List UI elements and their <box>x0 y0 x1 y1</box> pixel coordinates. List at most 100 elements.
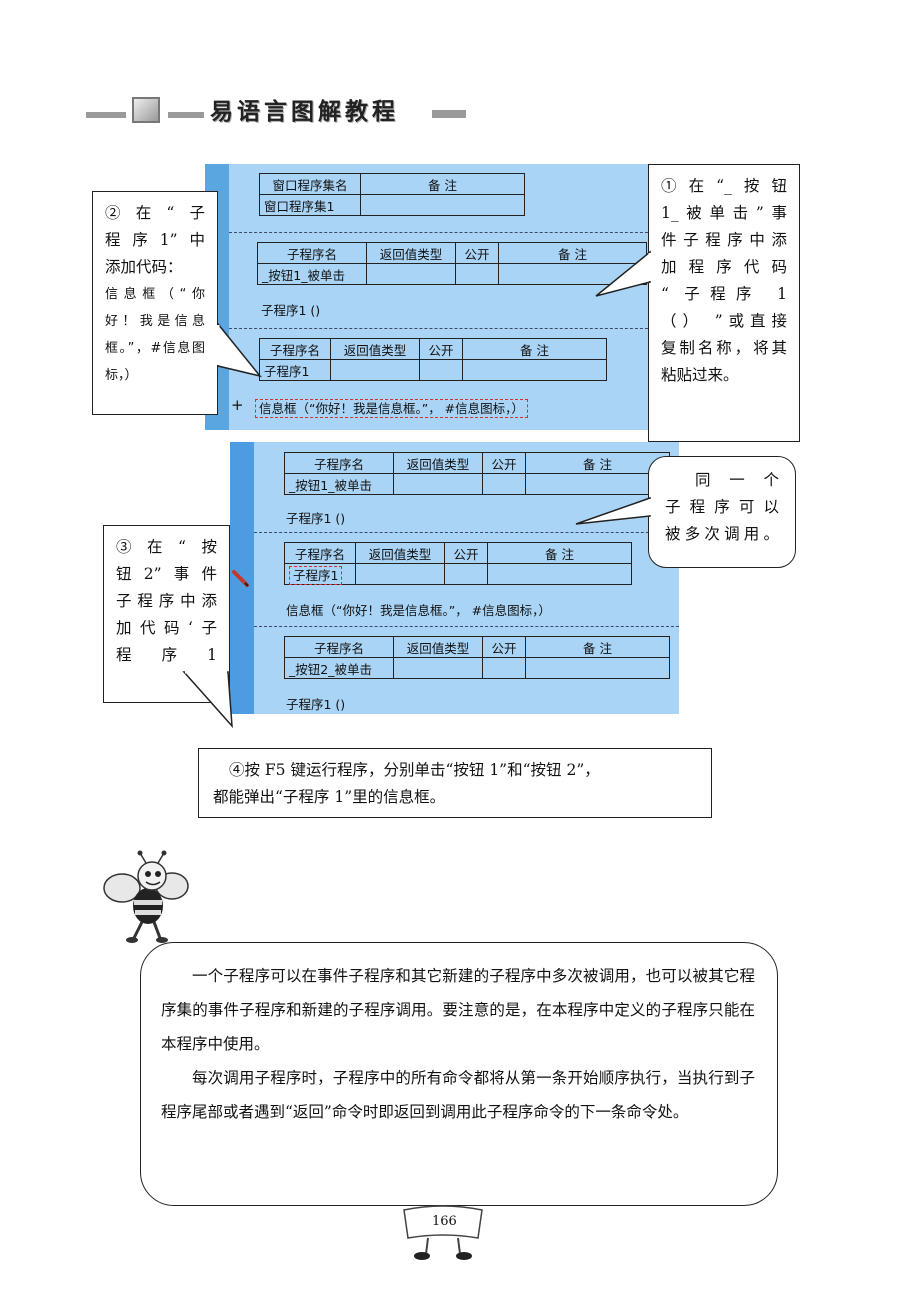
table-header-cell: 子程序名 <box>284 452 394 474</box>
callout-line: 钮2”事件 <box>116 565 217 583</box>
table-header-row: 窗口程序集名 备 注 <box>259 173 525 195</box>
call-statement[interactable]: 子程序1 () <box>261 303 321 318</box>
table-header-cell: 公开 <box>444 542 488 564</box>
callout-line: 程序1”中 <box>105 231 205 249</box>
table-cell[interactable]: _按钮2_被单击 <box>284 657 394 679</box>
table-header-cell: 公开 <box>419 338 463 360</box>
callout-pointer <box>575 496 652 525</box>
sub-table-button2: 子程序名 返回值类型 公开 备 注 _按钮2_被单击 <box>284 636 670 679</box>
callout-line: 添加代码： <box>105 258 183 276</box>
step4-line: 都能弹出“子程序 1”里的信息框。 <box>213 788 446 806</box>
callout-pointer <box>595 250 652 297</box>
header-bar-mid <box>168 112 204 118</box>
code-panel-2: 子程序名 返回值类型 公开 备 注 _按钮1_被单击 子程序1 () 子程序名 … <box>230 442 679 714</box>
table-header-row: 子程序名 返回值类型 公开 备 注 <box>257 242 647 264</box>
table-cell[interactable] <box>482 657 526 679</box>
table-header-cell: 子程序名 <box>259 338 331 360</box>
sub-table-sub1: 子程序名 返回值类型 公开 备 注 子程序1 <box>259 338 607 381</box>
sub-table-button1: 子程序名 返回值类型 公开 备 注 _按钮1_被单击 <box>284 452 670 495</box>
table-cell[interactable] <box>525 657 670 679</box>
table-cell[interactable] <box>366 263 456 285</box>
table-cell[interactable] <box>330 359 420 381</box>
assembly-table: 窗口程序集名 备 注 窗口程序集1 <box>259 173 525 216</box>
highlighted-code[interactable]: 信息框（“你好！我是信息框。”， #信息图标，） <box>255 399 528 418</box>
table-cell[interactable] <box>355 563 445 585</box>
callout-code-line: 信息框（“你 <box>105 287 205 302</box>
callout-step1: ①在“_按钮 1_被单击”事 件子程序中添 加程序代码 “ 子程序 1 （） ”… <box>648 164 800 442</box>
callout-line: 子程序可以 <box>665 498 779 516</box>
expand-icon[interactable]: + <box>231 396 244 414</box>
callout-code-line: 标，） <box>105 368 138 383</box>
table-header-row: 子程序名 返回值类型 公开 备 注 <box>284 452 670 474</box>
table-header-cell: 子程序名 <box>284 542 356 564</box>
table-cell[interactable] <box>419 359 463 381</box>
table-cell[interactable] <box>462 359 607 381</box>
header-bar-left <box>86 112 126 118</box>
table-cell[interactable] <box>393 657 483 679</box>
table-cell[interactable] <box>487 563 632 585</box>
table-header-row: 子程序名 返回值类型 公开 备 注 <box>284 636 670 658</box>
callout-pointer <box>216 321 262 378</box>
bee-mascot-icon <box>103 850 189 943</box>
table-cell[interactable]: 窗口程序集1 <box>259 194 361 216</box>
page-mascot-icon <box>403 1205 483 1260</box>
callout-line: 被多次调用。 <box>665 525 779 543</box>
callout-pointer <box>182 670 233 729</box>
table-header-cell: 返回值类型 <box>393 636 483 658</box>
table-cell[interactable]: 子程序1 <box>259 359 331 381</box>
callout-line: 1_被单击”事 <box>661 204 787 222</box>
table-cell[interactable] <box>393 473 483 495</box>
table-cell[interactable] <box>455 263 499 285</box>
callout-line: 加代码‘子 <box>116 619 217 637</box>
table-row: _按钮2_被单击 <box>284 657 670 679</box>
table-header-cell: 公开 <box>482 452 526 474</box>
callout-line: ①在“_按钮 <box>661 177 787 195</box>
callout-line: 复制名称，将其 <box>661 339 787 357</box>
divider <box>254 532 679 533</box>
table-row: _按钮1_被单击 <box>257 263 647 285</box>
table-header-row: 子程序名 返回值类型 公开 备 注 <box>259 338 607 360</box>
callout-line: 同 一 个 <box>695 471 779 489</box>
table-header-cell: 备 注 <box>525 636 670 658</box>
table-cell[interactable]: _按钮1_被单击 <box>257 263 367 285</box>
table-cell[interactable] <box>444 563 488 585</box>
table-header-cell: 窗口程序集名 <box>259 173 361 195</box>
table-header-cell: 公开 <box>455 242 499 264</box>
callout-line: 件子程序中添 <box>661 231 787 249</box>
note-bubble: 一个子程序可以在事件子程序和其它新建的子程序中多次被调用，也可以被其它程序集的事… <box>140 942 778 1206</box>
table-cell[interactable] <box>482 473 526 495</box>
table-row: 子程序1 <box>259 359 607 381</box>
code-line[interactable]: 信息框（“你好！我是信息框。”， #信息图标，） <box>286 603 551 618</box>
table-header-cell: 返回值类型 <box>366 242 456 264</box>
page-title: 易语言图解教程 <box>210 98 399 125</box>
callout-line: 加程序代码 <box>661 258 787 276</box>
sub-table-sub1: 子程序名 返回值类型 公开 备 注 子程序1 <box>284 542 632 585</box>
call-statement[interactable]: 子程序1 () <box>286 697 346 712</box>
divider <box>254 626 679 627</box>
table-cell[interactable]: 子程序1 <box>284 563 356 585</box>
callout-line: （） ”或直接 <box>661 312 787 330</box>
table-row: _按钮1_被单击 <box>284 473 670 495</box>
table-row: 窗口程序集1 <box>259 194 525 216</box>
table-header-cell: 返回值类型 <box>393 452 483 474</box>
table-header-cell: 备 注 <box>487 542 632 564</box>
table-header-cell: 子程序名 <box>257 242 367 264</box>
table-header-cell: 返回值类型 <box>355 542 445 564</box>
callout-line: 程 序 1 <box>116 646 217 664</box>
highlighted-cell[interactable]: 子程序1 <box>289 565 343 585</box>
callout-line: ②在“子 <box>105 204 205 222</box>
code-line[interactable]: 信息框（“你好！我是信息框。”， #信息图标，） <box>255 398 528 418</box>
callout-line: ③在“按 <box>116 538 217 556</box>
callout-code-line: 框。”，#信息图 <box>105 341 205 356</box>
callout-code-line: 好！我是信息 <box>105 314 205 329</box>
header-bar-right <box>432 110 466 118</box>
book-icon <box>132 97 160 123</box>
table-header-cell: 返回值类型 <box>330 338 420 360</box>
table-header-row: 子程序名 返回值类型 公开 备 注 <box>284 542 632 564</box>
sub-table-button1: 子程序名 返回值类型 公开 备 注 _按钮1_被单击 <box>257 242 647 285</box>
callout-reuse: 同 一 个 子程序可以 被多次调用。 <box>648 456 796 568</box>
table-cell[interactable]: _按钮1_被单击 <box>284 473 394 495</box>
call-statement[interactable]: 子程序1 () <box>286 511 346 526</box>
table-cell[interactable] <box>360 194 525 216</box>
note-paragraph: 一个子程序可以在事件子程序和其它新建的子程序中多次被调用，也可以被其它程序集的事… <box>161 967 755 1053</box>
